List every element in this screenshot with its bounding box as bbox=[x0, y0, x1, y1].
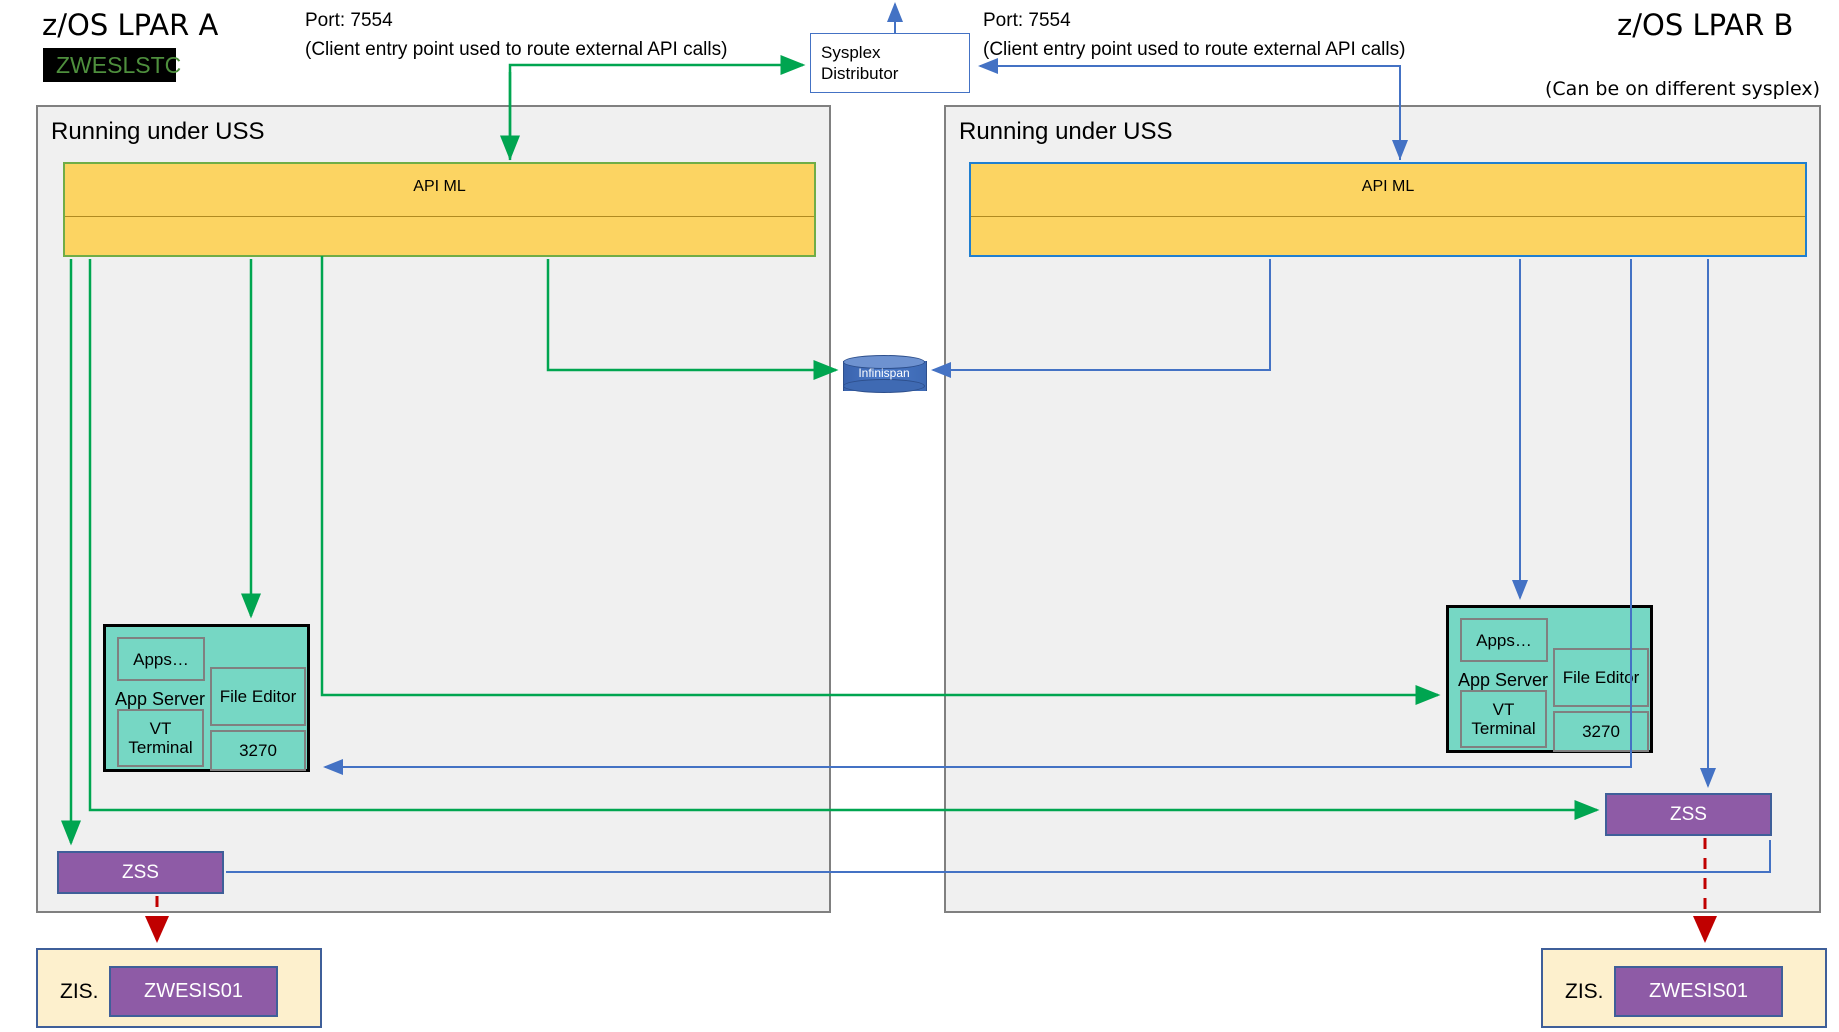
left-file-editor-box: File Editor bbox=[210, 667, 306, 726]
lpar-b-sysplex-note: (Can be on different sysplex) bbox=[1545, 78, 1821, 100]
sysplex-distributor-box: Sysplex Distributor bbox=[810, 33, 970, 93]
lpar-b-title: z/OS LPAR B bbox=[1617, 8, 1794, 42]
left-apiml-label: API ML bbox=[413, 178, 466, 195]
right-zis-label: ZIS. bbox=[1565, 980, 1604, 1003]
left-app-server-label: App Server bbox=[115, 689, 206, 709]
left-apps-box: Apps… bbox=[117, 637, 205, 681]
right-app-server-box: Apps… App Server File Editor VT Terminal… bbox=[1446, 605, 1653, 753]
left-zss-box: ZSS bbox=[57, 851, 224, 894]
right-apiml-label: API ML bbox=[1361, 178, 1415, 195]
right-zss-box: ZSS bbox=[1605, 793, 1772, 836]
cylinder-bottom-ellipse bbox=[843, 379, 925, 393]
right-zis-box: ZIS. ZWESIS01 bbox=[1541, 948, 1827, 1028]
infinispan-cylinder: Infinispan bbox=[843, 355, 927, 397]
left-port-label: Port: 7554 bbox=[305, 10, 393, 31]
left-3270-box: 3270 bbox=[210, 730, 306, 771]
left-zwesis01-box: ZWESIS01 bbox=[109, 966, 278, 1017]
right-zwesis01-box: ZWESIS01 bbox=[1614, 966, 1783, 1017]
left-apiml-divider bbox=[65, 216, 814, 217]
right-apiml-box: API ML bbox=[969, 162, 1807, 257]
right-port-label: Port: 7554 bbox=[983, 10, 1071, 31]
right-file-editor-box: File Editor bbox=[1553, 648, 1649, 707]
left-app-server-box: Apps… App Server File Editor VT Terminal… bbox=[103, 624, 310, 772]
right-apps-box: Apps… bbox=[1460, 618, 1548, 662]
sysplex-distributor-line1: Sysplex bbox=[821, 43, 881, 62]
left-zis-label: ZIS. bbox=[60, 980, 99, 1003]
right-3270-box: 3270 bbox=[1553, 711, 1649, 752]
left-zis-box: ZIS. ZWESIS01 bbox=[36, 948, 322, 1028]
right-port-description: (Client entry point used to route extern… bbox=[983, 39, 1406, 60]
left-port-description: (Client entry point used to route extern… bbox=[305, 39, 728, 60]
right-app-server-label: App Server bbox=[1458, 670, 1549, 690]
right-uss-label: Running under USS bbox=[959, 118, 1173, 145]
right-apiml-divider bbox=[971, 216, 1805, 217]
left-uss-label: Running under USS bbox=[51, 118, 265, 145]
lpar-a-title: z/OS LPAR A bbox=[42, 8, 219, 42]
left-apiml-box: API ML bbox=[63, 162, 816, 257]
right-vt-terminal-box: VT Terminal bbox=[1460, 690, 1547, 748]
sysplex-distributor-line2: Distributor bbox=[821, 64, 899, 83]
zweslstc-badge: ZWESLSTC bbox=[43, 48, 181, 82]
left-vt-terminal-box: VT Terminal bbox=[117, 709, 204, 767]
infinispan-label: Infinispan bbox=[858, 366, 910, 380]
